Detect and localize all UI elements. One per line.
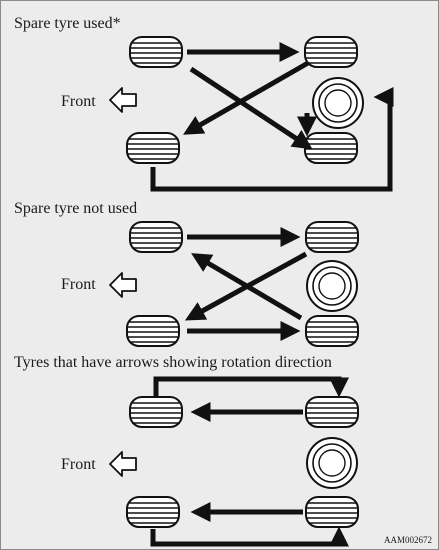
tyre-rear-left-icon <box>305 221 359 253</box>
tyre-front-right-icon <box>126 132 180 164</box>
rotation-arrow <box>150 87 394 192</box>
front-direction-arrow-icon <box>109 272 137 298</box>
section-title-spare-used: Spare tyre used* <box>14 15 121 32</box>
section-title-directional: Tyres that have arrows showing rotation … <box>14 354 332 371</box>
rotation-arrow <box>191 253 303 321</box>
spare-tyre-icon <box>312 77 364 129</box>
rotation-arrow <box>189 66 313 150</box>
front-label-spare-not-used: Front <box>61 276 96 293</box>
front-label-spare-used: Front <box>61 93 96 110</box>
spare-tyre-icon <box>306 437 358 489</box>
spare-tyre-icon <box>306 260 358 312</box>
tyre-front-left-icon <box>129 396 183 428</box>
tyre-front-left-icon <box>129 36 183 68</box>
tyre-rear-right-icon <box>304 132 358 164</box>
tyre-rear-left-icon <box>304 36 358 68</box>
rotation-arrow <box>184 251 308 321</box>
front-label-directional: Front <box>61 456 96 473</box>
tyre-rear-right-icon <box>305 496 359 528</box>
tyre-rear-left-icon <box>305 396 359 428</box>
tyre-front-right-icon <box>126 315 180 347</box>
front-direction-arrow-icon <box>109 451 137 477</box>
tyre-rear-right-icon <box>305 315 359 347</box>
rotation-arrow <box>183 60 310 135</box>
figure-code: AAM002672 <box>384 535 433 545</box>
front-direction-arrow-icon <box>109 87 137 113</box>
section-title-spare-not-used: Spare tyre not used <box>14 200 138 217</box>
tyre-front-right-icon <box>126 496 180 528</box>
rotation-arrow <box>150 526 349 547</box>
rotation-arrow <box>153 376 349 398</box>
tyre-front-left-icon <box>129 221 183 253</box>
